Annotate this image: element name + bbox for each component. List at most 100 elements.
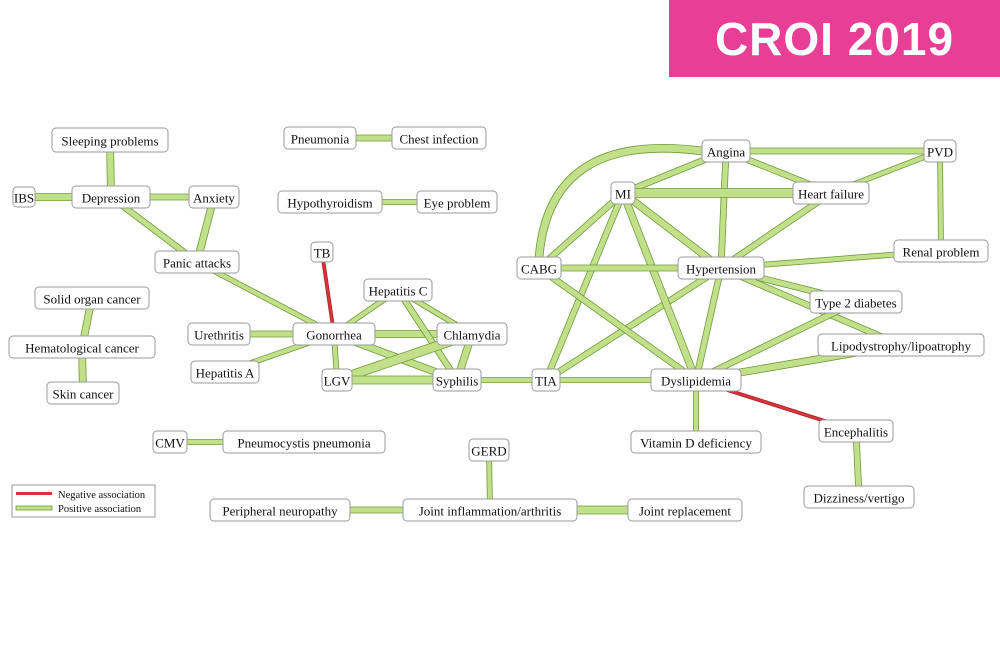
node-box	[436, 322, 508, 346]
node-solid: Solid organ cancer	[34, 286, 150, 310]
node-tb: TB	[310, 241, 334, 263]
node-label: PVD	[927, 145, 953, 160]
node-box	[818, 419, 894, 443]
node-box	[283, 126, 357, 150]
node-box	[402, 498, 578, 522]
node-box	[923, 139, 957, 163]
node-label: Angina	[707, 145, 746, 160]
node-box	[46, 381, 120, 405]
node-label: CMV	[155, 436, 185, 451]
node-urethritis: Urethritis	[187, 322, 251, 346]
node-box	[187, 322, 251, 346]
node-vitd: Vitamin D deficiency	[630, 430, 762, 454]
node-label: Hematological cancer	[25, 341, 139, 356]
node-angina: Angina	[701, 139, 751, 163]
node-pcp: Pneumocystis pneumonia	[222, 430, 386, 454]
node-box	[292, 322, 376, 346]
node-box	[8, 335, 156, 359]
node-box	[516, 256, 562, 280]
node-hf: Heart failure	[792, 181, 870, 205]
node-dyslip: Dyslipidemia	[650, 368, 742, 392]
node-hepa: Hepatitis A	[190, 360, 260, 384]
node-joint: Joint inflammation/arthritis	[402, 498, 578, 522]
node-box	[701, 139, 751, 163]
node-box	[792, 181, 870, 205]
node-box	[34, 286, 150, 310]
node-label: Pneumonia	[291, 132, 350, 147]
edge-angina-htn	[717, 150, 730, 269]
node-label: Depression	[82, 191, 141, 206]
node-pneumonia: Pneumonia	[283, 126, 357, 150]
node-gerd: GERD	[468, 438, 510, 462]
node-label: Lipodystrophy/lipoatrophy	[831, 339, 972, 354]
node-cabg: CABG	[516, 256, 562, 280]
node-label: Gonorrhea	[306, 328, 362, 343]
node-label: Dyslipidemia	[661, 374, 731, 389]
node-box	[677, 256, 765, 280]
node-label: Hypothyroidism	[287, 196, 372, 211]
node-box	[468, 438, 510, 462]
legend: Negative association Positive associatio…	[11, 484, 156, 518]
node-cmv: CMV	[152, 430, 188, 454]
node-mi: MI	[610, 181, 636, 205]
node-label: Pneumocystis pneumonia	[237, 436, 370, 451]
node-syphilis: Syphilis	[432, 368, 482, 392]
node-label: Skin cancer	[52, 387, 114, 402]
edge-pvd-renal	[937, 150, 944, 252]
node-label: TIA	[535, 374, 557, 389]
node-label: CABG	[521, 262, 557, 277]
node-label: TB	[314, 246, 331, 261]
node-label: Urethritis	[194, 328, 244, 343]
node-hemato: Hematological cancer	[8, 335, 156, 359]
node-tia: TIA	[531, 368, 561, 392]
node-box	[391, 126, 487, 150]
legend-positive-label: Positive association	[58, 504, 142, 515]
node-box	[190, 360, 260, 384]
node-label: Peripheral neuropathy	[222, 504, 338, 519]
node-box	[222, 430, 386, 454]
node-label: Chlamydia	[443, 328, 500, 343]
node-eye: Eye problem	[416, 190, 498, 214]
node-anxiety: Anxiety	[188, 185, 240, 209]
node-box	[12, 186, 36, 208]
node-label: MI	[615, 187, 631, 202]
node-label: Dizziness/vertigo	[814, 491, 905, 506]
node-hepc: Hepatitis C	[363, 278, 433, 302]
node-pvd: PVD	[923, 139, 957, 163]
legend-negative-label: Negative association	[58, 490, 146, 501]
badge-title: CROI 2019	[714, 12, 955, 65]
edge-cabg-angina	[535, 144, 703, 259]
node-label: Eye problem	[424, 196, 491, 211]
node-box	[803, 485, 915, 509]
node-box	[363, 278, 433, 302]
node-label: Joint inflammation/arthritis	[419, 504, 562, 519]
node-label: Type 2 diabetes	[815, 296, 896, 311]
node-box	[627, 498, 743, 522]
node-label: Joint replacement	[639, 504, 731, 519]
node-gonorrhea: Gonorrhea	[292, 322, 376, 346]
node-label: Solid organ cancer	[43, 292, 141, 307]
node-box	[188, 185, 240, 209]
node-label: GERD	[471, 444, 506, 459]
node-box	[71, 185, 151, 209]
node-box	[321, 368, 353, 392]
node-box	[310, 241, 334, 263]
legend-negative-swatch	[16, 492, 52, 495]
node-periph: Peripheral neuropathy	[209, 498, 351, 522]
node-lipo: Lipodystrophy/lipoatrophy	[817, 333, 985, 357]
node-lgv: LGV	[321, 368, 353, 392]
node-label: Renal problem	[903, 245, 980, 260]
node-label: Hepatitis C	[369, 284, 428, 299]
node-t2d: Type 2 diabetes	[809, 290, 903, 314]
node-label: Anxiety	[193, 191, 235, 206]
node-ibs: IBS	[12, 186, 36, 208]
croi-2019-badge: CROI 2019	[669, 0, 1000, 77]
node-chestinf: Chest infection	[391, 126, 487, 150]
node-htn: Hypertension	[677, 256, 765, 280]
legend-box	[11, 484, 156, 518]
node-panic: Panic attacks	[154, 250, 240, 274]
node-sleeping: Sleeping problems	[51, 127, 169, 153]
node-box	[277, 190, 383, 214]
